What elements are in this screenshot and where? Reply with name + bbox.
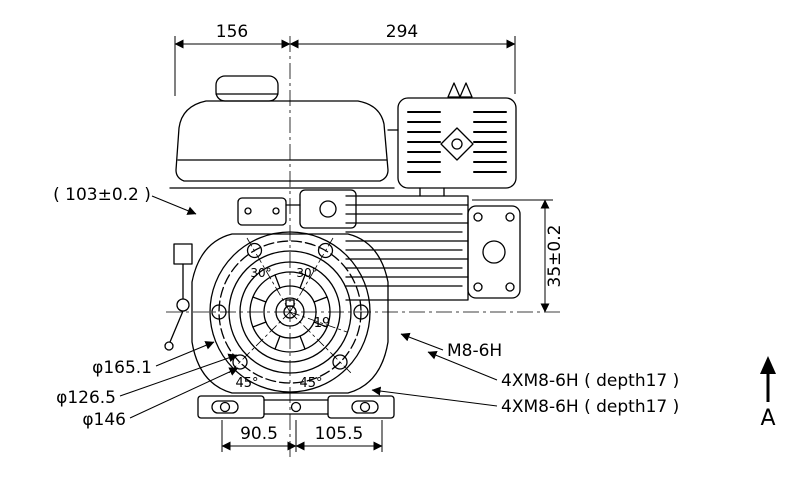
cylinder-fins	[345, 195, 469, 301]
fuel-tank	[169, 75, 395, 189]
fuel-cap	[215, 75, 279, 102]
pulley-spokes	[252, 274, 328, 350]
dimension-lines	[174, 36, 553, 452]
centerlines	[166, 36, 560, 458]
crankcase	[191, 233, 389, 394]
keyway	[285, 299, 295, 307]
angle-30-right-label: 30°	[296, 266, 317, 280]
leader-4xm8-2	[371, 386, 498, 407]
angle-30-left-label: 30°	[250, 266, 271, 280]
dim-35-label: 35±0.2	[545, 225, 565, 288]
part-labels: φ165.1 φ126.5 φ146 M8-6H 4XM8-6H ( depth…	[56, 341, 775, 431]
view-arrow-a	[760, 356, 776, 402]
louvers	[407, 111, 507, 173]
angle-45-right-label: 45°	[299, 376, 322, 391]
bolt-hole	[211, 304, 227, 320]
dimension-labels: 156 294 ( 103±0.2 ) 35±0.2 90.5 105.5 30…	[53, 22, 565, 444]
view-a-label: A	[760, 406, 775, 431]
bolt-hole	[353, 304, 369, 320]
muffler-protector	[387, 82, 517, 197]
bolt-hole	[317, 242, 334, 259]
dim-156-label: 156	[216, 22, 248, 42]
dia-126-label: φ126.5	[56, 388, 116, 408]
bolt-hole	[246, 242, 263, 259]
carburetor-controls	[237, 189, 357, 229]
thread-4x-label-2: 4XM8-6H ( depth17 )	[501, 397, 679, 417]
dia-165-label: φ165.1	[92, 358, 152, 378]
dim-105-5-label: 105.5	[315, 424, 364, 444]
thread-m8-label: M8-6H	[447, 341, 502, 361]
leader-103	[151, 195, 197, 215]
thread-4x-label-1: 4XM8-6H ( depth17 )	[501, 371, 679, 391]
leader-4xm8-1	[427, 351, 498, 381]
leader-dia126	[119, 353, 238, 397]
bolt-hole	[332, 354, 348, 370]
dim-103-label: ( 103±0.2 )	[53, 185, 151, 205]
leader-dia165	[155, 341, 215, 367]
dia-146-label: φ146	[82, 410, 126, 430]
wing-bolt	[447, 82, 473, 98]
view-arrow-head	[760, 356, 776, 374]
fuel-valve-lever	[164, 243, 193, 351]
angle-45-left-label: 45°	[235, 376, 258, 391]
mounting-feet	[197, 395, 395, 419]
dim-294-label: 294	[386, 22, 418, 42]
engine-line-art	[164, 75, 521, 419]
leader-dia146	[129, 367, 239, 419]
dim-90-5-label: 90.5	[240, 424, 278, 444]
leader-lines	[119, 195, 498, 419]
head-cover	[467, 205, 521, 299]
leader-m8	[400, 332, 444, 351]
dim-19-label: 19	[314, 316, 331, 331]
